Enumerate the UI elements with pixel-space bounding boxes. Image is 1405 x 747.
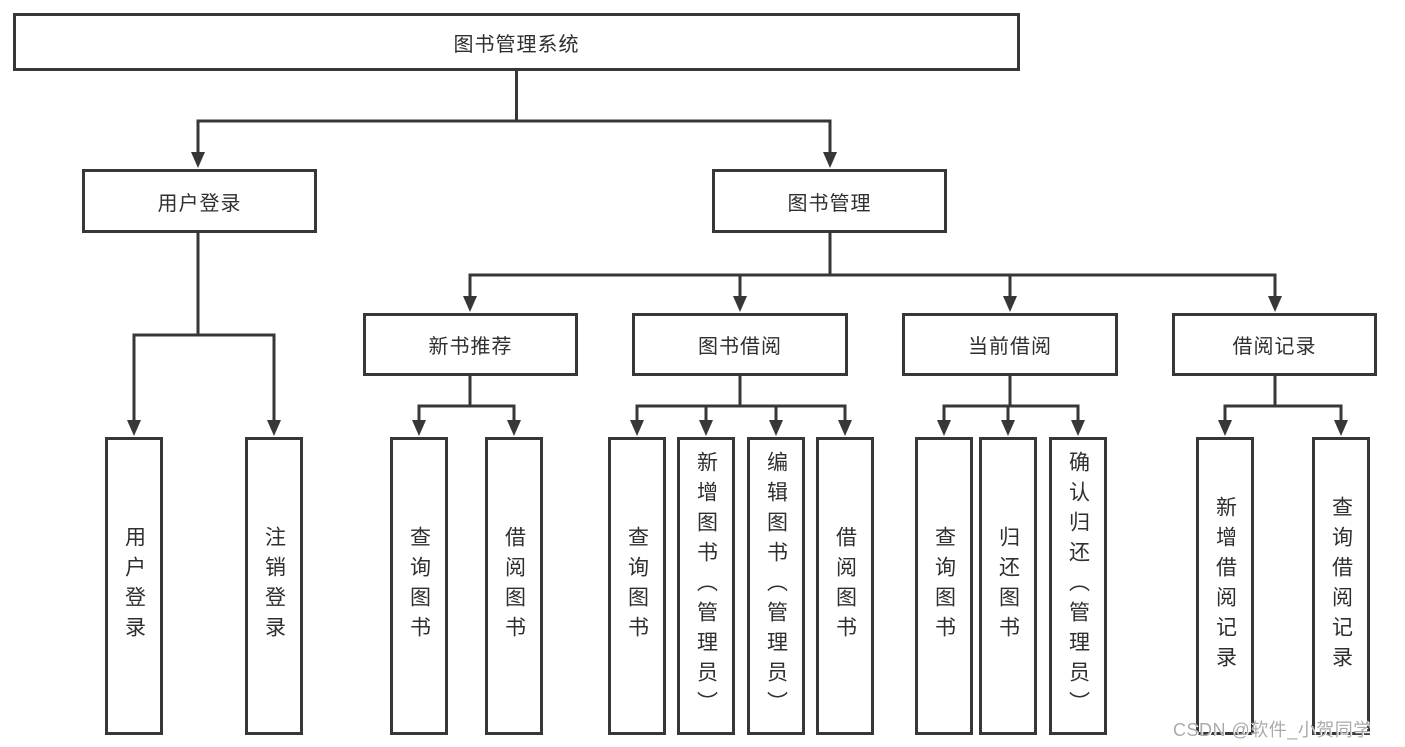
node-query-borrow-record-leaf: 查询借阅记录 bbox=[1312, 437, 1370, 735]
node-return-books-leaf: 归还图书 bbox=[979, 437, 1037, 735]
node-label: 新增图书（管理员） bbox=[694, 451, 718, 721]
node-label: 归还图书 bbox=[996, 526, 1020, 646]
node-confirm-return-admin-leaf: 确认归还（管理员） bbox=[1049, 437, 1107, 735]
node-label: 用户登录 bbox=[122, 526, 146, 646]
node-label: 图书管理系统 bbox=[453, 33, 580, 56]
node-label: 编辑图书（管理员） bbox=[764, 451, 788, 721]
node-query-books-leaf-3: 查询图书 bbox=[915, 437, 973, 735]
node-add-borrow-record-leaf: 新增借阅记录 bbox=[1196, 437, 1254, 735]
node-query-books-leaf-1: 查询图书 bbox=[390, 437, 448, 735]
node-borrow-books-leaf-2: 借阅图书 bbox=[816, 437, 874, 735]
node-book-borrowing: 图书借阅 bbox=[632, 313, 848, 376]
node-label: 注销登录 bbox=[262, 526, 286, 646]
node-label: 借阅图书 bbox=[502, 526, 526, 646]
csdn-watermark: CSDN @软件_小贺同学 bbox=[1173, 720, 1372, 740]
node-label: 借阅记录 bbox=[1232, 336, 1317, 358]
node-label: 查询图书 bbox=[625, 526, 649, 646]
node-query-books-leaf-2: 查询图书 bbox=[608, 437, 666, 735]
node-label: 新书推荐 bbox=[428, 336, 513, 358]
node-add-book-admin-leaf: 新增图书（管理员） bbox=[677, 437, 735, 735]
node-current-borrowing: 当前借阅 bbox=[902, 313, 1118, 376]
node-label: 用户登录 bbox=[157, 192, 242, 215]
node-label: 查询借阅记录 bbox=[1329, 496, 1353, 676]
node-borrow-books-leaf-1: 借阅图书 bbox=[485, 437, 543, 735]
node-label: 借阅图书 bbox=[833, 526, 857, 646]
node-label: 确认归还（管理员） bbox=[1066, 451, 1090, 721]
node-book-management-branch: 图书管理 bbox=[712, 169, 947, 233]
node-user-login-leaf: 用户登录 bbox=[105, 437, 163, 735]
node-label: 查询图书 bbox=[932, 526, 956, 646]
node-new-book-recommendation: 新书推荐 bbox=[363, 313, 578, 376]
node-label: 新增借阅记录 bbox=[1213, 496, 1237, 676]
node-edit-book-admin-leaf: 编辑图书（管理员） bbox=[747, 437, 805, 735]
node-label: 查询图书 bbox=[407, 526, 431, 646]
node-user-login-branch: 用户登录 bbox=[82, 169, 317, 233]
node-label: 图书借阅 bbox=[698, 336, 782, 358]
node-label: 图书管理 bbox=[787, 192, 872, 215]
node-label: 当前借阅 bbox=[968, 336, 1052, 358]
node-library-management-system: 图书管理系统 bbox=[13, 13, 1020, 71]
node-borrowing-records: 借阅记录 bbox=[1172, 313, 1377, 376]
node-logout-login-leaf: 注销登录 bbox=[245, 437, 303, 735]
